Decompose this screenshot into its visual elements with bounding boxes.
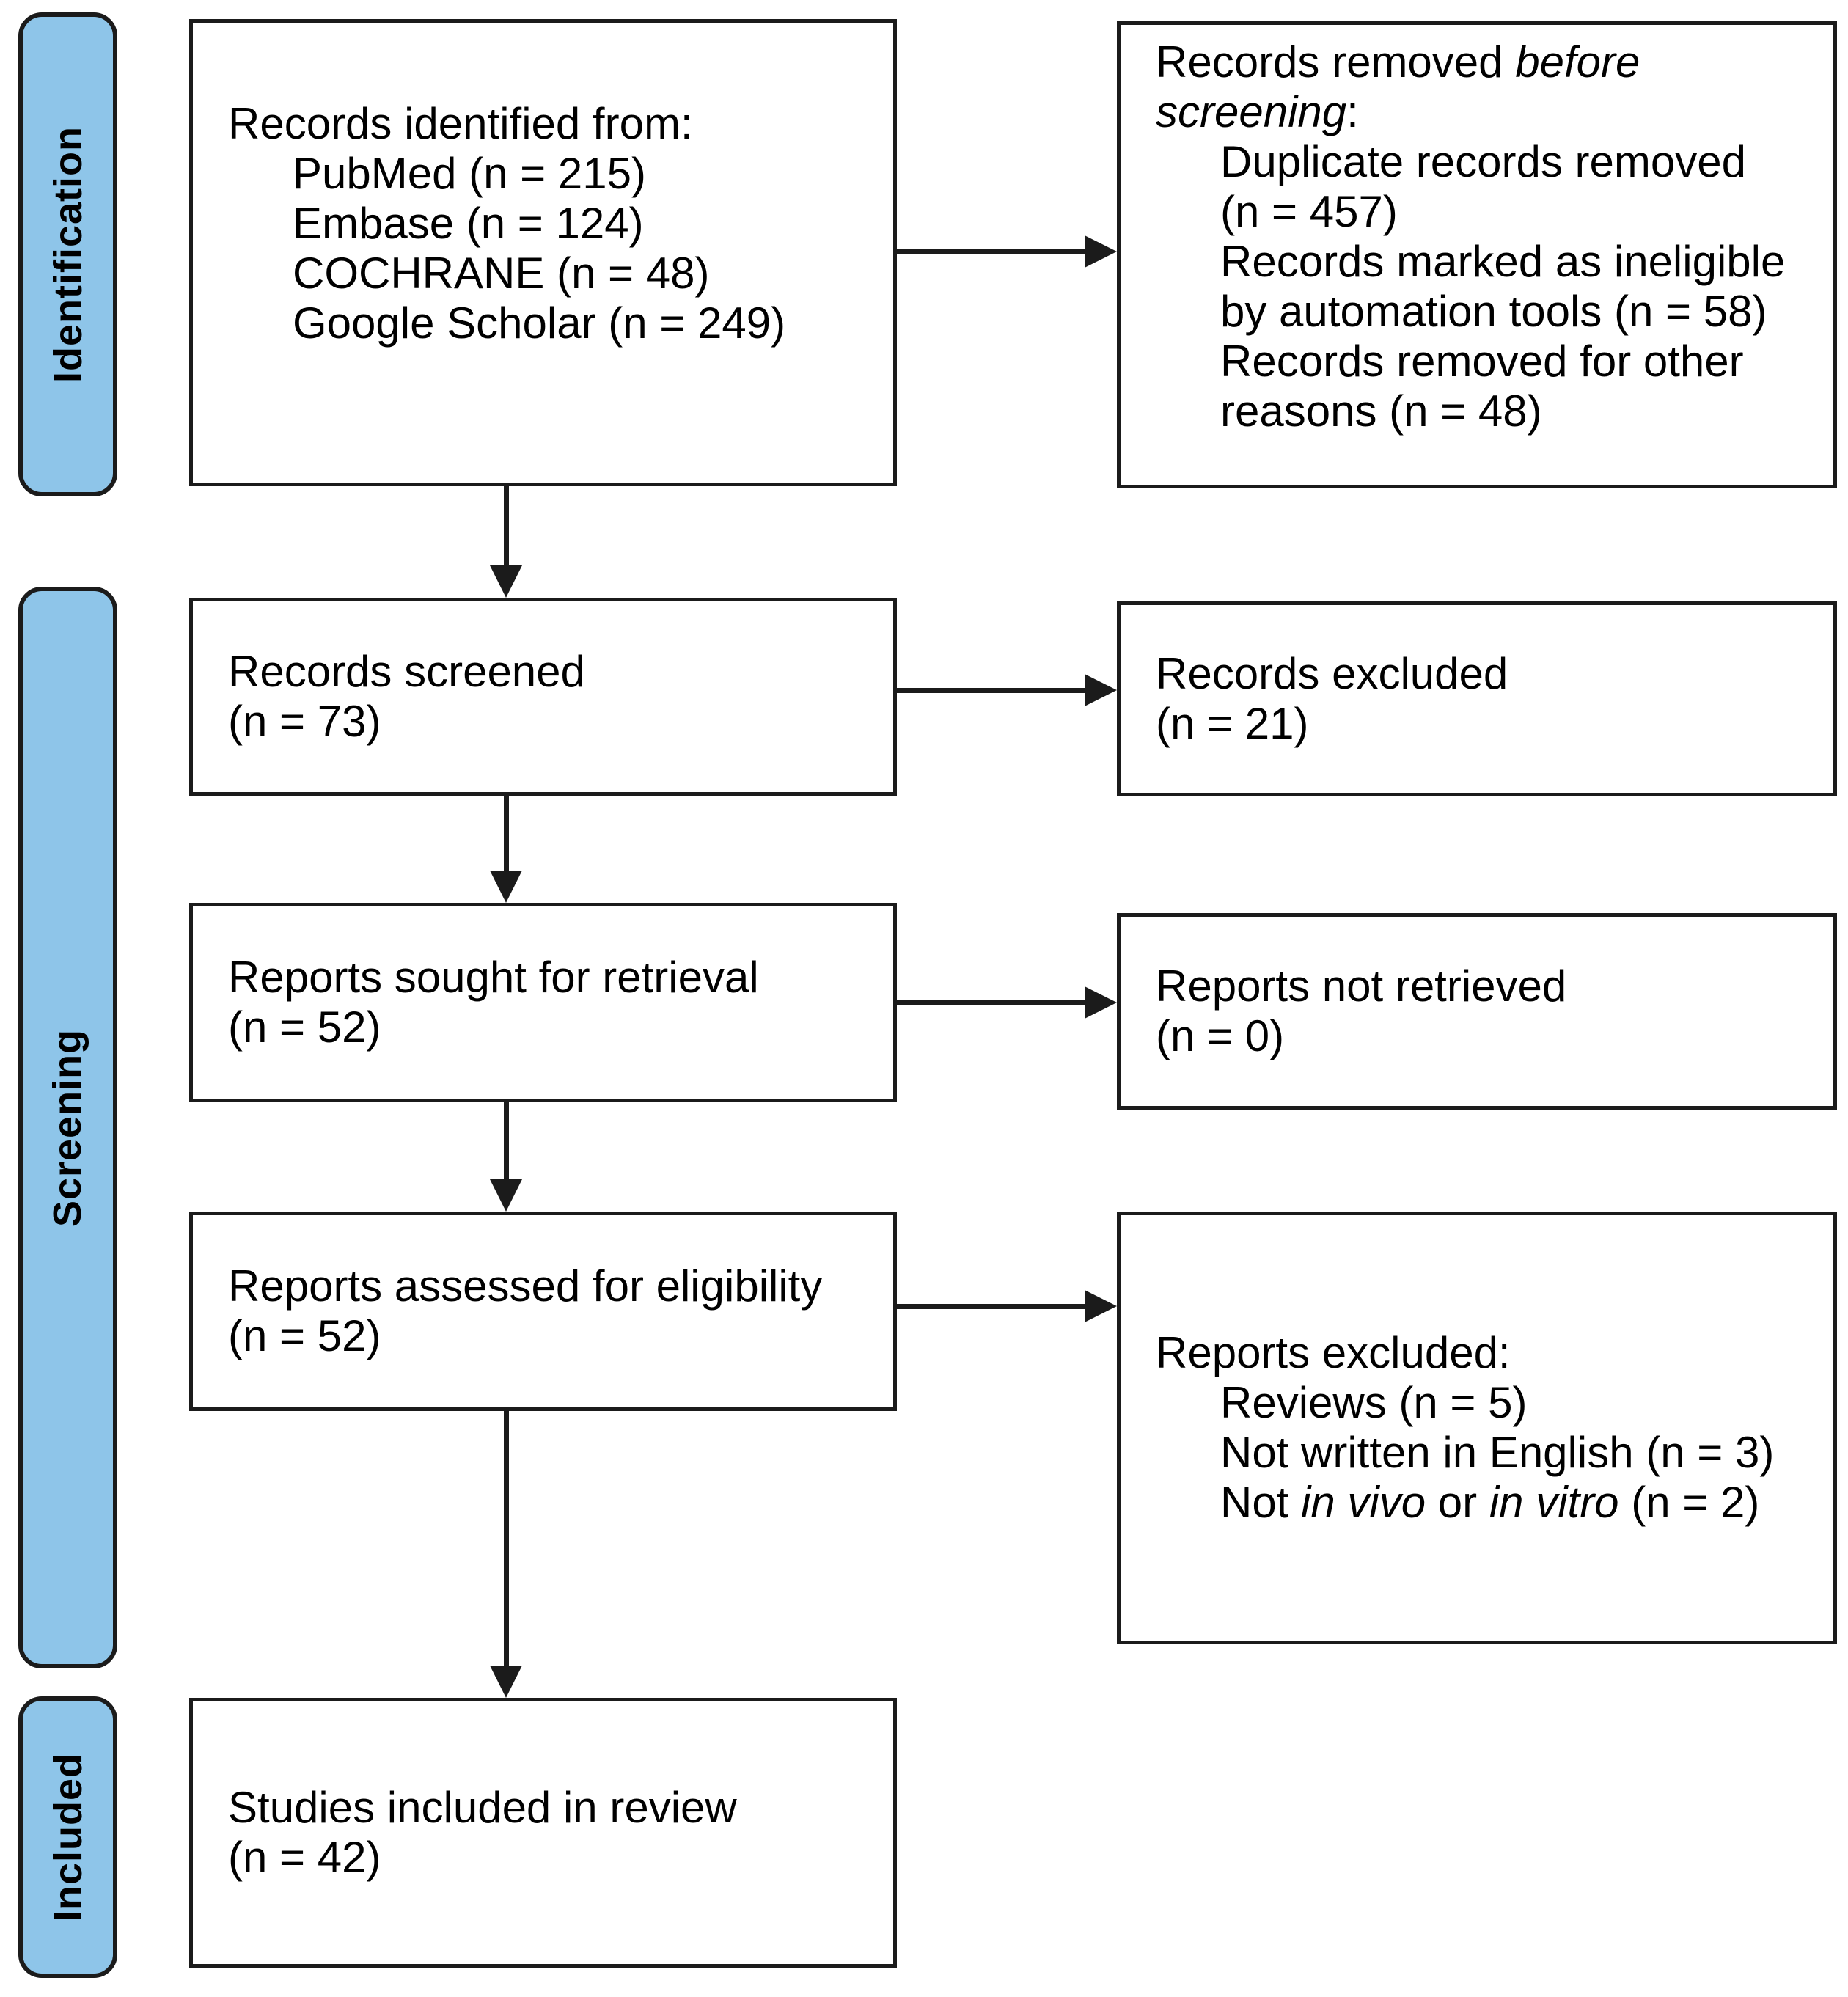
box-reports-not-retrieved: Reports not retrieved (n = 0) <box>1117 913 1837 1110</box>
arrow-line <box>504 1102 509 1179</box>
arrow-head <box>1085 674 1117 706</box>
box-records-removed: Records removed before screening: Duplic… <box>1117 21 1837 488</box>
box-records-identified: Records identified from: PubMed (n = 215… <box>189 19 897 486</box>
box-reports-assessed: Reports assessed for eligibility (n = 52… <box>189 1212 897 1411</box>
box-reports-sought: Reports sought for retrieval (n = 52) <box>189 903 897 1102</box>
text-line: (n = 21) <box>1156 699 1309 748</box>
text-line: Reviews (n = 5) <box>1220 1378 1528 1427</box>
arrow-line <box>897 1000 1085 1005</box>
text-line: COCHRANE (n = 48) <box>293 248 710 298</box>
box-studies-included: Studies included in review (n = 42) <box>189 1698 897 1968</box>
text-line: (n = 73) <box>228 697 381 746</box>
text-line: (n = 52) <box>228 1003 381 1052</box>
text-line: Reports assessed for eligibility <box>228 1261 823 1311</box>
text-line: Reports excluded: <box>1156 1328 1511 1377</box>
arrow-line <box>897 688 1085 693</box>
arrow-line <box>504 486 509 565</box>
text-line: Records identified from: <box>228 98 693 148</box>
text-line: Reports sought for retrieval <box>228 953 759 1002</box>
arrow-head <box>490 1179 522 1212</box>
stage-screening-label: Screening <box>45 1028 90 1227</box>
arrow-head <box>1085 235 1117 268</box>
text-line: Reports not retrieved <box>1156 961 1567 1011</box>
arrow-head <box>490 1666 522 1698</box>
text-line: Records marked as ineligible <box>1220 236 1786 286</box>
box-records-excluded: Records excluded (n = 21) <box>1117 601 1837 796</box>
stage-identification-label: Identification <box>45 126 90 383</box>
text-line: Embase (n = 124) <box>293 198 644 248</box>
arrow-line <box>897 1304 1085 1309</box>
box-reports-excluded: Reports excluded: Reviews (n = 5) Not wr… <box>1117 1212 1837 1644</box>
text-line: Records removed before <box>1156 37 1640 87</box>
text-line: Not written in English (n = 3) <box>1220 1428 1775 1477</box>
arrow-line <box>504 796 509 871</box>
text-line: (n = 52) <box>228 1311 381 1360</box>
stage-included-label: Included <box>45 1752 90 1922</box>
arrow-head <box>1085 986 1117 1019</box>
text-line: Records excluded <box>1156 649 1508 698</box>
text-line: PubMed (n = 215) <box>293 148 646 198</box>
text-line: Not in vivo or in vitro (n = 2) <box>1220 1478 1760 1527</box>
arrow-head <box>1085 1290 1117 1322</box>
stage-identification: Identification <box>18 12 117 496</box>
stage-included: Included <box>18 1696 117 1978</box>
text-line: by automation tools (n = 58) <box>1220 286 1767 336</box>
text-line: screening: <box>1156 87 1359 136</box>
arrow-head <box>490 565 522 598</box>
text-line: Duplicate records removed <box>1220 136 1746 186</box>
text-line: Google Scholar (n = 249) <box>293 298 786 348</box>
box-records-screened: Records screened (n = 73) <box>189 598 897 796</box>
arrow-line <box>897 249 1085 254</box>
text-line: Studies included in review <box>228 1783 737 1832</box>
text-line: reasons (n = 48) <box>1220 386 1542 436</box>
text-line: Records removed for other <box>1220 336 1744 386</box>
text-line: (n = 0) <box>1156 1011 1285 1060</box>
arrow-line <box>504 1411 509 1666</box>
text-line: Records screened <box>228 647 585 696</box>
text-line: (n = 42) <box>228 1833 381 1882</box>
text-line: (n = 457) <box>1220 186 1398 236</box>
stage-screening: Screening <box>18 587 117 1668</box>
arrow-head <box>490 871 522 903</box>
